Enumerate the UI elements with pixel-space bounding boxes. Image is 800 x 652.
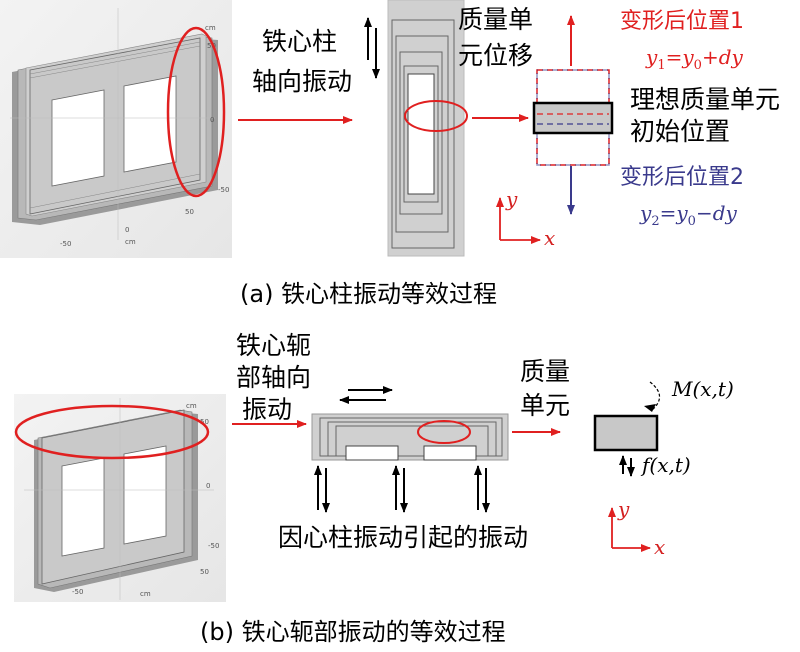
panel-a-core-image: cm 50 0 -50 50 0 -50 cm: [0, 0, 232, 258]
label-deformed-pos2: 变形后位置2: [620, 165, 744, 190]
equation-pos2: y2=y0−dy: [639, 201, 738, 229]
label-ideal-line1: 理想质量单元: [630, 85, 780, 114]
tick-label: -50: [60, 240, 71, 248]
label-mass-unit-line1: 质量: [520, 357, 570, 386]
force-label: f(x,t): [640, 453, 691, 477]
tick-label: 50: [200, 568, 209, 576]
coordinate-axes-a: y x: [496, 187, 555, 250]
label-yoke-line2: 部轴向: [236, 363, 311, 392]
tick-label: cm: [140, 590, 151, 598]
tick-label: 0: [125, 226, 129, 234]
tick-label: -50: [72, 588, 83, 596]
tick-label: -50: [208, 542, 219, 550]
axis-x-label: x: [654, 535, 665, 559]
tick-label: 50: [200, 418, 209, 426]
label-pillar-vibration-line1: 铁心柱: [262, 27, 337, 56]
tick-label: cm: [205, 24, 216, 32]
ideal-mass-element: [532, 101, 614, 135]
axis-y-label: y: [505, 187, 518, 211]
label-ideal-line2: 初始位置: [630, 117, 730, 146]
panel-b-core-image: cm 50 0 -50 50 -50 cm: [14, 394, 226, 602]
axis-y-label: y: [617, 497, 630, 521]
pillar-induced-arrows: [314, 465, 490, 513]
caption-a: (a) 铁心柱振动等效过程: [240, 280, 497, 308]
mass-element-diagram: [532, 15, 614, 215]
highlight-ellipse: [404, 100, 468, 132]
tick-label: -50: [218, 186, 229, 194]
highlight-ellipse: [14, 404, 210, 460]
yoke-cross-section: [311, 413, 509, 461]
label-pillar-vibration-line2: 轴向振动: [252, 67, 352, 96]
tick-label: 0: [206, 482, 210, 490]
mass-element-b: [593, 381, 661, 477]
label-yoke-line1: 铁心轭: [236, 331, 311, 360]
pillar-cross-section: [387, 0, 468, 257]
equation-pos1: y1=y0+dy: [645, 45, 744, 73]
label-caused-vibration: 因心柱振动引起的振动: [278, 523, 528, 552]
label-deformed-pos1: 变形后位置1: [620, 9, 744, 34]
tick-label: cm: [125, 238, 136, 246]
moment-label: M(x,t): [671, 377, 734, 401]
label-mass-displacement-line2: 元位移: [458, 41, 533, 70]
highlight-ellipse: [417, 420, 471, 444]
highlight-ellipse: [166, 26, 226, 198]
caption-b: (b) 铁心轭部振动的等效过程: [200, 618, 506, 646]
label-mass-displacement-line1: 质量单: [458, 5, 533, 34]
tick-label: 0: [210, 116, 214, 124]
label-yoke-line3: 振动: [242, 395, 292, 424]
tick-label: cm: [186, 402, 197, 410]
label-mass-unit-line2: 单元: [520, 391, 570, 420]
core-3d-a: [10, 8, 218, 240]
coordinate-axes-b: y x: [608, 497, 665, 559]
axis-x-label: x: [544, 226, 555, 250]
tick-label: 50: [185, 208, 194, 216]
moment-arc: [649, 381, 661, 411]
tick-label: 50: [207, 42, 216, 50]
